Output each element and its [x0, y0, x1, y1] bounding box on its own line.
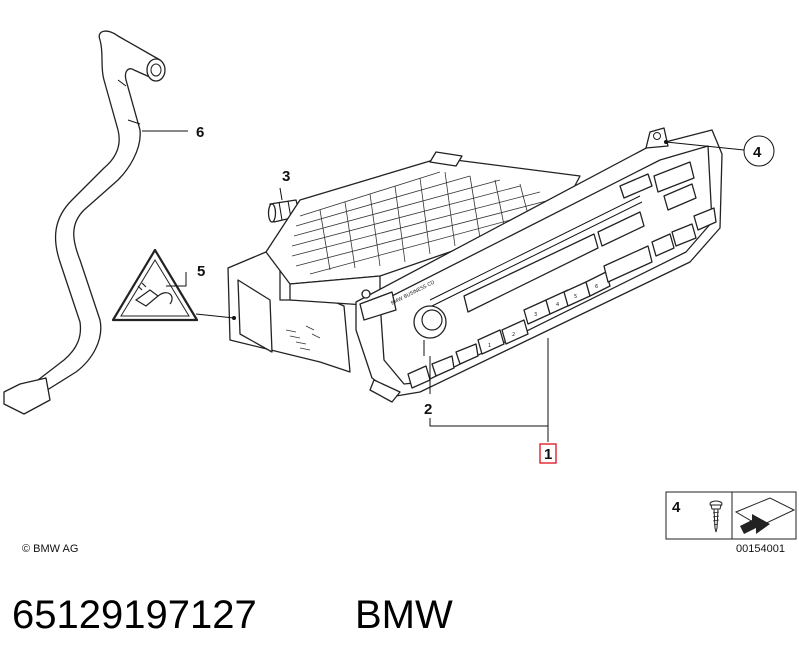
callout-5: 5: [197, 263, 205, 280]
preset-label-4: 4: [556, 302, 559, 308]
callout-2: 2: [424, 401, 432, 418]
copyright-text: © BMW AG: [22, 543, 78, 555]
callout-1: 1: [544, 446, 552, 463]
callout-1-highlight-box: [539, 443, 557, 464]
callout-4: 4: [753, 144, 762, 161]
warning-label-part: [111, 248, 199, 322]
screw-icon: [709, 500, 723, 533]
part-number: 65129197127: [12, 593, 257, 637]
callout-4-circle: [743, 135, 775, 167]
preset-label-3: 3: [534, 312, 537, 318]
install-arrow-icon: [734, 497, 796, 534]
preset-label-5: 5: [574, 294, 577, 300]
legend-number: 4: [672, 499, 681, 516]
preset-label-2: 2: [512, 332, 515, 338]
antenna-cable-part: [3, 30, 166, 415]
brand-name: BMW: [355, 593, 453, 637]
radio-unit-part: 1 2 3 4 5 6 BMW BUSINESS CD: [227, 127, 723, 403]
vent-grid: [291, 171, 556, 275]
preset-buttons: 1 2 3 4 5 6: [477, 271, 611, 355]
leader-lines: [142, 130, 745, 442]
callout-3: 3: [282, 168, 290, 185]
preset-label-6: 6: [595, 284, 598, 290]
callout-6: 6: [196, 124, 204, 141]
callouts: 6 3 5 4 2 1: [196, 124, 775, 464]
preset-label-1: 1: [488, 343, 491, 349]
legend-box: 4 00154001: [665, 491, 797, 555]
legend-image-code: 00154001: [736, 543, 785, 555]
